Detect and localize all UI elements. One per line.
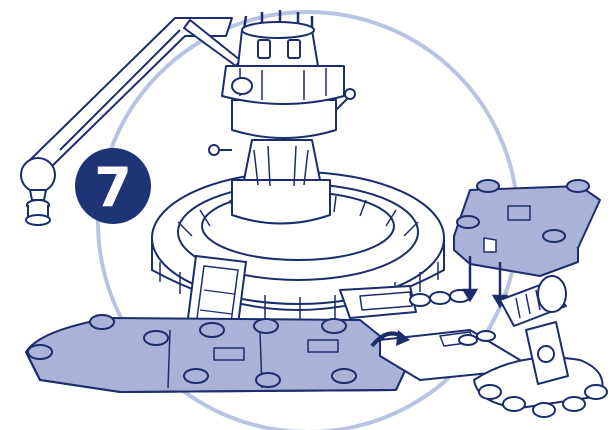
crane-ball-joint — [21, 158, 55, 192]
top-right-blue-piece — [454, 180, 600, 276]
step-badge: 7 — [75, 148, 151, 224]
step-number: 7 — [94, 156, 132, 219]
